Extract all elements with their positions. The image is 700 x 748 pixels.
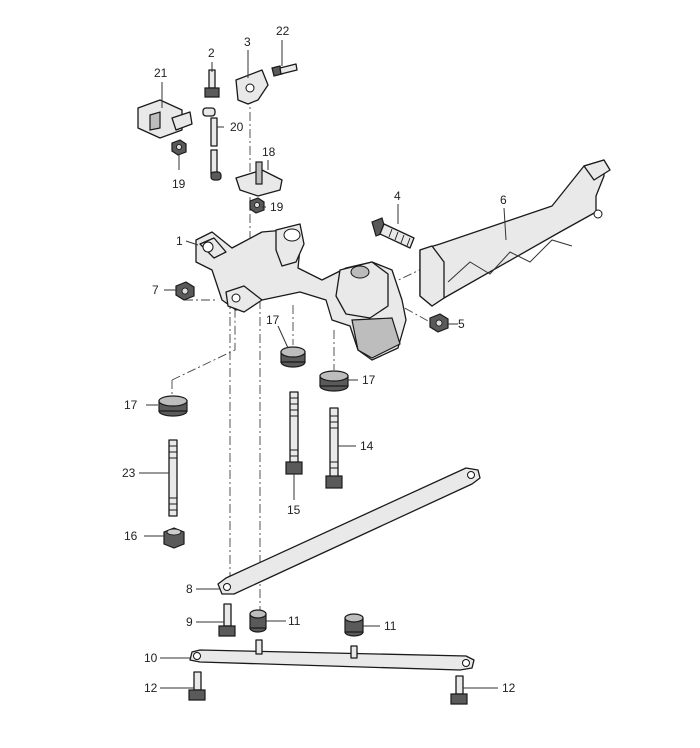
callout-19-right: 19 [270, 200, 284, 214]
screw-part-22 [271, 63, 298, 77]
callout-12-left: 12 [144, 681, 158, 695]
bolt-part-12-right [450, 675, 468, 705]
rubber-mount-part-17-left [158, 395, 188, 417]
nut-part-5 [429, 313, 449, 333]
spacer-part-11-center [249, 609, 267, 633]
callout-21: 21 [154, 66, 168, 80]
spacer-part-11-right [344, 613, 364, 637]
level-sensor-part-21 [137, 99, 193, 139]
callout-23: 23 [122, 466, 136, 480]
callout-17-right: 17 [362, 373, 376, 387]
stud-part-14 [325, 407, 343, 489]
callout-20: 20 [230, 120, 244, 134]
nut-part-7 [175, 281, 195, 301]
strut-bar-part-6 [419, 159, 611, 307]
callout-1: 1 [176, 234, 183, 248]
callout-12-right: 12 [502, 681, 516, 695]
callout-14: 14 [360, 439, 374, 453]
callout-11-center: 11 [288, 614, 301, 628]
callout-8: 8 [186, 582, 193, 596]
screw-part-2 [204, 69, 220, 98]
callout-leader-lines [139, 40, 507, 689]
callout-18: 18 [262, 145, 276, 159]
subframe-part-1 [195, 223, 407, 361]
callout-11-right: 11 [384, 619, 397, 633]
callout-7: 7 [152, 283, 159, 297]
callout-labels: 21 19 2 3 22 20 18 19 1 4 6 7 5 17 17 17… [122, 24, 516, 695]
callout-17-center: 17 [266, 313, 280, 327]
bolt-part-12-left [188, 671, 206, 701]
brace-bar-part-10 [189, 639, 475, 671]
stud-part-23 [168, 439, 178, 517]
callout-17-left: 17 [124, 398, 138, 412]
callout-16: 16 [124, 529, 138, 543]
nut-part-19-left [171, 139, 187, 156]
callout-15: 15 [287, 503, 301, 517]
rubber-mount-part-17-right [319, 370, 349, 392]
lever-part-18 [235, 161, 283, 197]
callout-9: 9 [186, 615, 193, 629]
bolt-part-9 [218, 603, 236, 637]
nut-part-19-right [249, 197, 265, 214]
callout-5: 5 [458, 317, 465, 331]
rubber-mount-part-17-center [280, 346, 306, 368]
link-rod-part-20 [202, 107, 222, 181]
callout-3: 3 [244, 35, 251, 49]
callout-22: 22 [276, 24, 290, 38]
stud-part-15 [285, 391, 303, 475]
callout-2: 2 [208, 46, 215, 60]
nut-part-16 [163, 527, 185, 549]
bolt-part-4 [371, 217, 415, 249]
callout-19-left: 19 [172, 177, 186, 191]
bracket-part-3 [235, 69, 269, 105]
callout-4: 4 [394, 189, 401, 203]
callout-10: 10 [144, 651, 158, 665]
brace-bar-part-8 [217, 467, 481, 595]
callout-6: 6 [500, 193, 507, 207]
